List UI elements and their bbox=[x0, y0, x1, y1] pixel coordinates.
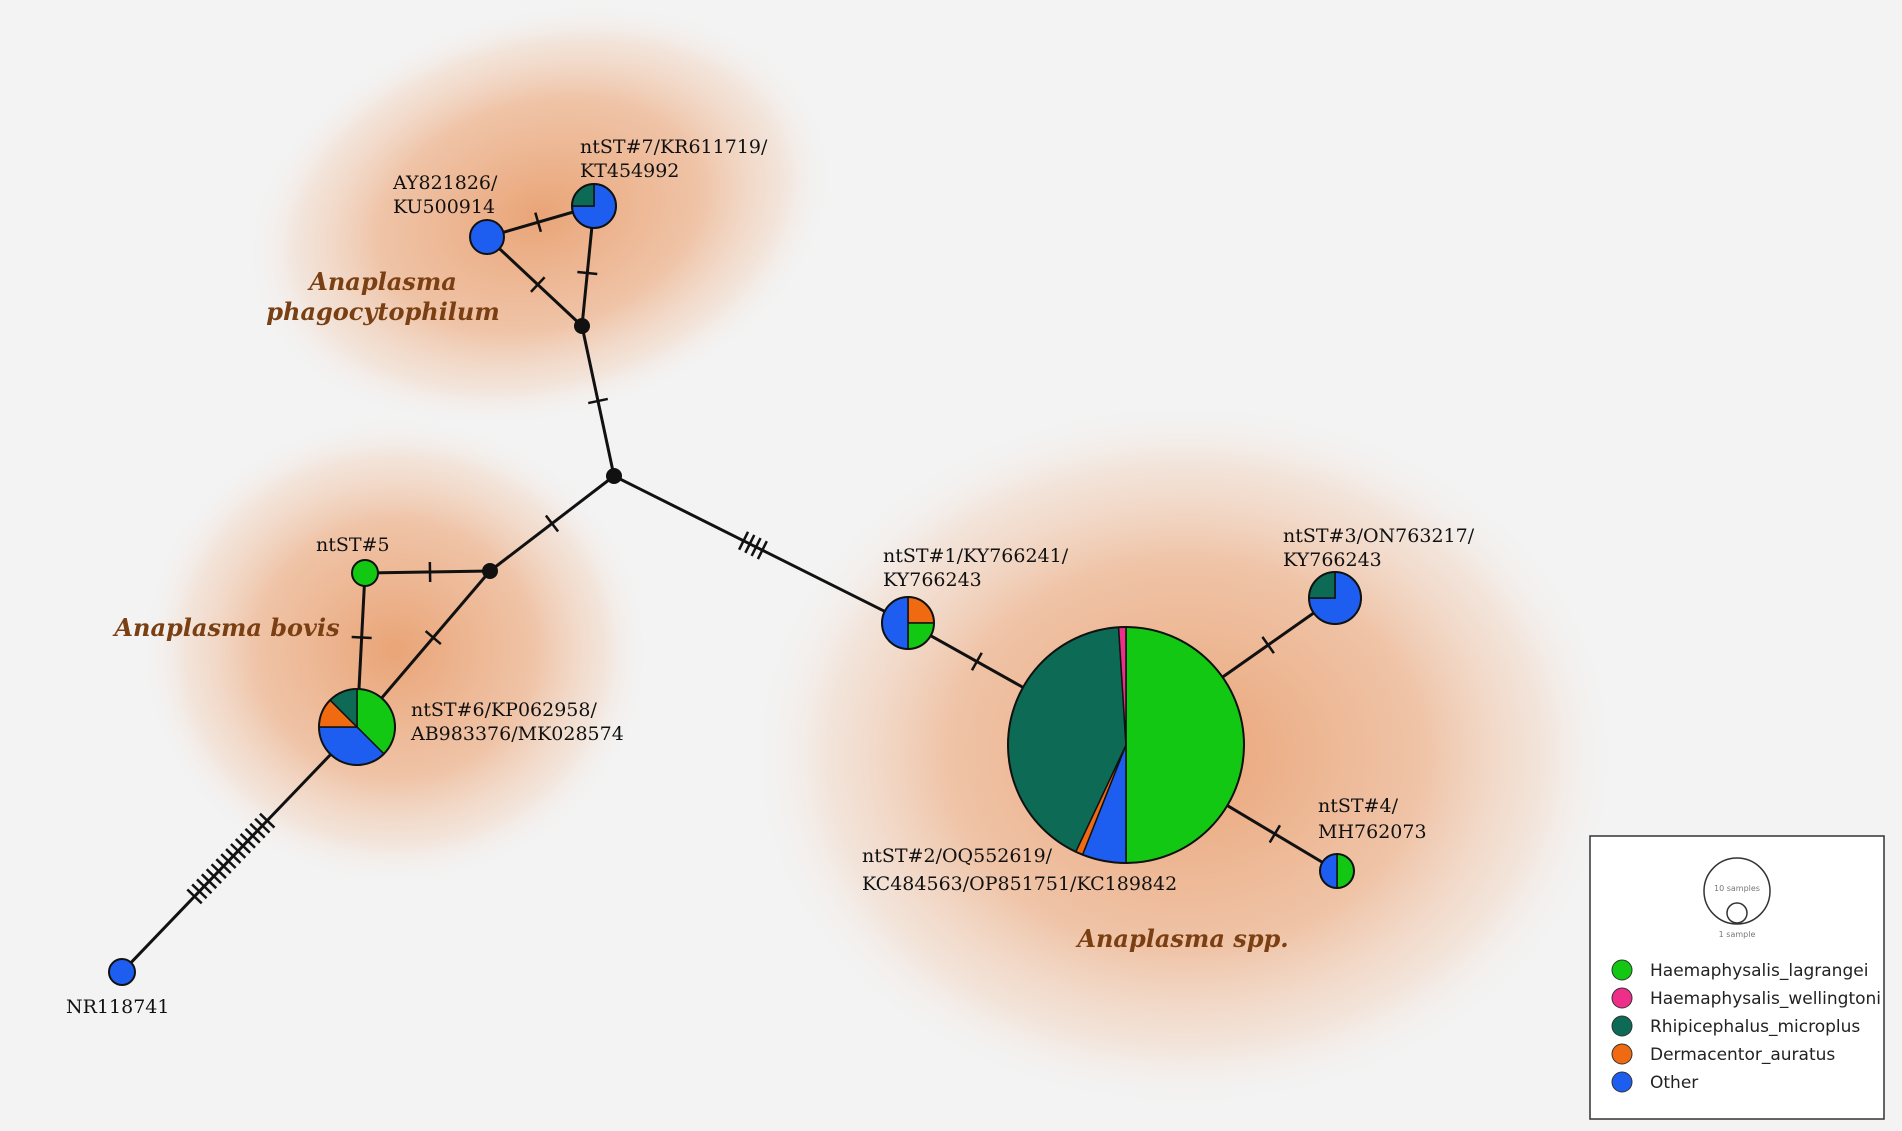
median-vector-median_top bbox=[574, 318, 590, 334]
edge-median_bovis-ntST5 bbox=[364, 569, 491, 575]
pie-slice-Other bbox=[108, 958, 136, 986]
mutation-tick bbox=[577, 270, 598, 276]
haplotype-node-ntST6 bbox=[318, 688, 396, 766]
node-label-ntST1-2: KY766243 bbox=[883, 569, 982, 591]
legend-swatch-wellingtoni bbox=[1611, 987, 1633, 1009]
legend-scale-large-circle bbox=[1703, 857, 1771, 925]
edge-ntST6-NR118741 bbox=[120, 725, 359, 974]
legend-item-microplus: Rhipicephalus_microplus bbox=[1650, 1017, 1860, 1037]
mutation-tick bbox=[239, 833, 256, 849]
cluster-label-bovis: Anaplasma bovis bbox=[112, 613, 340, 642]
cluster-label-spp: Anaplasma spp. bbox=[1075, 924, 1288, 953]
haplotype-node-ntST4 bbox=[1319, 853, 1355, 889]
node-label-ntST2-2: KC484563/OP851751/KC189842 bbox=[862, 873, 1177, 895]
mutation-tick bbox=[744, 534, 756, 554]
mutation-tick bbox=[756, 540, 768, 560]
mutation-tick bbox=[587, 397, 609, 405]
mutation-tick bbox=[205, 868, 222, 885]
legend-swatch-other bbox=[1611, 1071, 1633, 1093]
node-label-ntST3-1: ntST#3/ON763217/ bbox=[1283, 525, 1475, 547]
mutation-tick bbox=[351, 635, 372, 640]
median-vector-median_bovis bbox=[482, 563, 498, 579]
cluster-region-bovis bbox=[140, 415, 650, 885]
legend-item-lagrangei: Haemaphysalis_lagrangei bbox=[1650, 961, 1868, 981]
legend-scale-small-label: 1 sample bbox=[1719, 930, 1756, 939]
node-label-ntST7-2: KT454992 bbox=[580, 160, 679, 182]
node-outline bbox=[1007, 626, 1245, 864]
legend-swatch-auratus bbox=[1611, 1043, 1633, 1065]
node-outline bbox=[571, 183, 617, 229]
mutation-tick bbox=[225, 848, 242, 864]
median-vectors bbox=[482, 318, 622, 579]
mutation-tick bbox=[530, 276, 546, 293]
mutation-tick bbox=[191, 883, 208, 900]
cluster-label-phagocytophilum-2: phagocytophilum bbox=[266, 297, 500, 326]
mutation-tick bbox=[230, 843, 247, 859]
pie-slice-Other bbox=[469, 219, 505, 255]
node-label-ntST6-1: ntST#6/KP062958/ bbox=[411, 699, 597, 721]
cluster-region-phagocytophilum bbox=[245, 2, 835, 428]
mutation-tick bbox=[259, 812, 276, 829]
legend-item-wellingtoni: Haemaphysalis_wellingtoni bbox=[1650, 989, 1881, 1009]
legend-item-other: Other bbox=[1650, 1073, 1698, 1093]
haplotype-node-NR118741 bbox=[108, 958, 136, 986]
node-outline bbox=[318, 688, 396, 766]
haplotype-node-AY821826 bbox=[469, 219, 505, 255]
mutation-tick bbox=[750, 537, 762, 557]
mutation-tick bbox=[196, 878, 213, 895]
median-vector-median_center bbox=[606, 468, 622, 484]
node-label-ntST5: ntST#5 bbox=[316, 534, 390, 556]
legend-item-auratus: Dermacentor_auratus bbox=[1650, 1045, 1835, 1065]
mutation-tick bbox=[249, 822, 266, 839]
mutation-tick bbox=[215, 858, 232, 874]
mutation-tick bbox=[1268, 824, 1282, 844]
mutation-tick bbox=[424, 630, 442, 646]
mutation-tick bbox=[970, 652, 983, 671]
edge-median_center-ntST1 bbox=[613, 474, 909, 625]
haplotype-node-ntST2 bbox=[1007, 626, 1245, 864]
mutation-tick bbox=[544, 514, 560, 533]
node-label-ntST2-1: ntST#2/OQ552619/ bbox=[862, 845, 1053, 867]
legend-swatch-lagrangei bbox=[1611, 959, 1633, 981]
legend-scale-small-circle bbox=[1726, 902, 1748, 924]
mutation-tick bbox=[534, 212, 543, 233]
haplotype-node-ntST5 bbox=[351, 559, 379, 587]
node-label-AY821826-1: AY821826/ bbox=[392, 172, 498, 194]
edge-AY821826-median_top bbox=[485, 235, 584, 328]
mutation-tick bbox=[254, 817, 271, 834]
mutation-tick bbox=[186, 888, 203, 905]
legend-swatch-microplus bbox=[1611, 1015, 1633, 1037]
mutation-tick bbox=[220, 853, 237, 869]
node-label-ntST6-2: AB983376/MK028574 bbox=[410, 723, 624, 745]
node-outline bbox=[1308, 571, 1362, 625]
node-label-ntST7-1: ntST#7/KR611719/ bbox=[580, 136, 768, 158]
node-label-ntST4-1: ntST#4/ bbox=[1318, 795, 1399, 817]
node-outline bbox=[1319, 853, 1355, 889]
mutation-tick bbox=[244, 827, 261, 844]
node-label-ntST4-2: MH762073 bbox=[1318, 821, 1427, 843]
mutation-tick bbox=[210, 863, 227, 879]
node-label-AY821826-2: KU500914 bbox=[393, 196, 495, 218]
legend-box bbox=[1589, 835, 1885, 1120]
node-label-ntST3-2: KY766243 bbox=[1283, 549, 1382, 571]
legend: 10 samples 1 sample Haemaphysalis_lagran… bbox=[1589, 835, 1885, 1120]
haplotype-node-ntST3 bbox=[1308, 571, 1362, 625]
legend-scale-large-label: 10 samples bbox=[1714, 884, 1760, 893]
node-label-NR118741: NR118741 bbox=[66, 996, 169, 1018]
mutation-tick bbox=[200, 873, 218, 890]
mutation-tick bbox=[234, 838, 252, 854]
node-label-ntST1-1: ntST#1/KY766241/ bbox=[883, 545, 1069, 567]
mutation-tick bbox=[737, 531, 750, 551]
pie-slice-Haemaphysalis_lagrangei bbox=[351, 559, 379, 587]
mutation-tick bbox=[1261, 636, 1275, 654]
cluster-label-phagocytophilum-1: Anaplasma bbox=[307, 267, 457, 296]
haplotype-node-ntST7 bbox=[571, 183, 617, 229]
haplotype-node-ntST1 bbox=[881, 596, 935, 650]
node-outline bbox=[881, 596, 935, 650]
legend-items: Haemaphysalis_lagrangei Haemaphysalis_we… bbox=[1611, 959, 1881, 1093]
network-nodes bbox=[108, 183, 1362, 986]
